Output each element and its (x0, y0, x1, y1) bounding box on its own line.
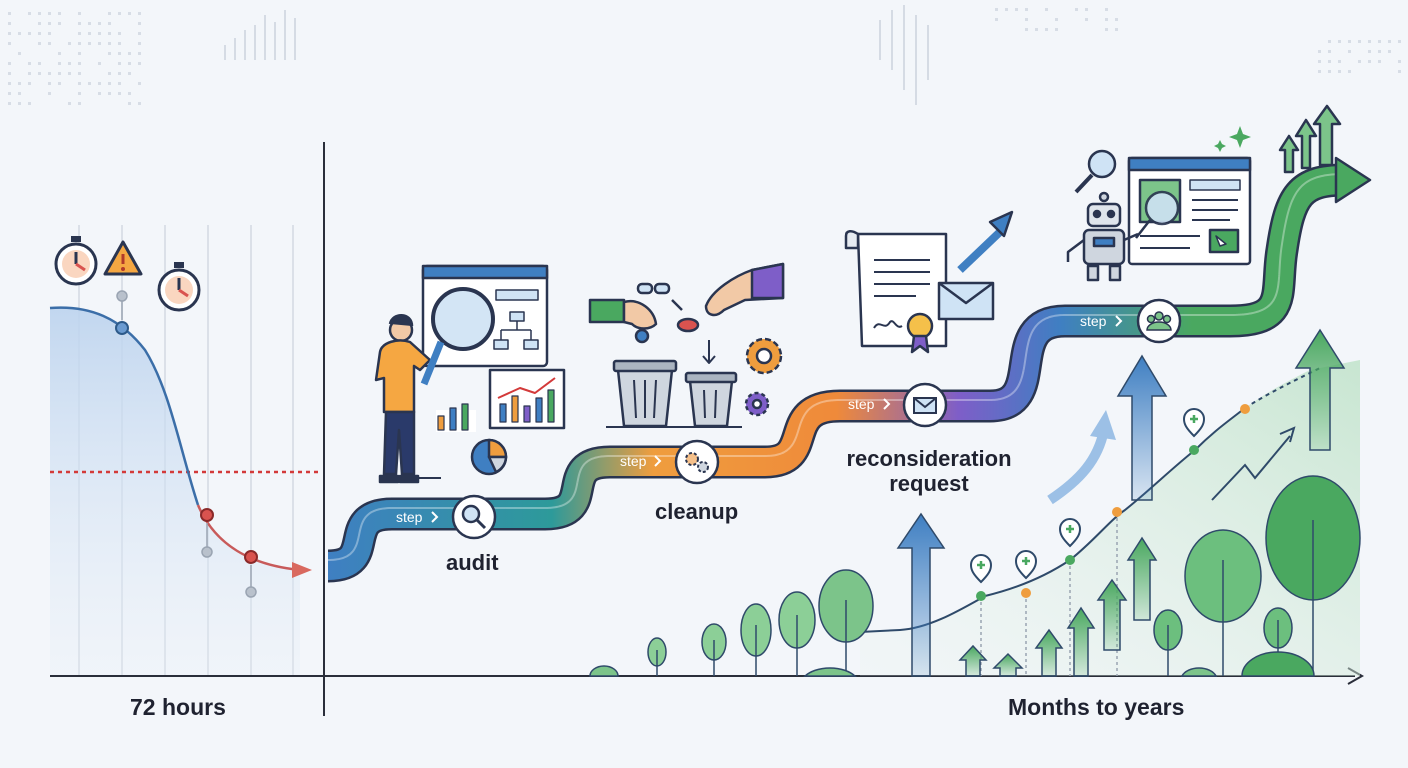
people-icon (1138, 300, 1180, 342)
drop-panel (50, 225, 322, 676)
person-inspecting-screen (376, 266, 564, 482)
drop-area (50, 308, 300, 676)
path-arrowhead (1336, 158, 1370, 202)
step-tag: step (620, 453, 647, 469)
curved-arrow (1050, 430, 1104, 500)
stage-label-cleanup: cleanup (655, 499, 738, 524)
gears-icon (676, 441, 718, 483)
step-tag: step (848, 396, 875, 412)
trash-bins-with-hands (590, 264, 783, 427)
drop-point (116, 322, 128, 334)
long-timeframe-label: Months to years (1008, 694, 1184, 721)
drop-point (245, 551, 257, 563)
drop-point (201, 509, 213, 521)
decor-bars (225, 5, 928, 105)
magnifier-icon (453, 496, 495, 538)
step-tag: step (1080, 313, 1107, 329)
decor-dots (8, 8, 1401, 105)
step-tag: step (396, 509, 423, 525)
warning-icon (105, 242, 141, 274)
short-timeframe-label: 72 hours (130, 694, 226, 721)
drop-arrowhead (292, 562, 312, 578)
stage-label-reconsideration: reconsideration request (838, 446, 1020, 496)
stage-label-audit: audit (446, 550, 499, 575)
stopwatch-icon (56, 236, 96, 284)
signed-letter-with-seal (846, 212, 1012, 352)
envelope-icon (904, 384, 946, 426)
